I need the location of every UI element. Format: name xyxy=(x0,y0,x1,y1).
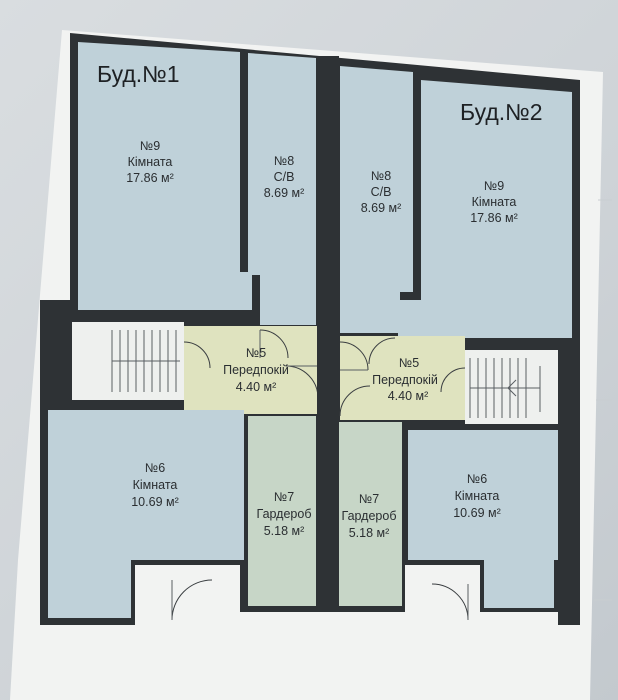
label-b1-r6: №6 Кімната 10.69 м² xyxy=(131,461,179,509)
room-b1-r9[interactable] xyxy=(78,42,252,310)
room-area: 17.86 м² xyxy=(470,211,518,225)
room-name: Кімната xyxy=(455,489,500,503)
room-b2-r8[interactable] xyxy=(340,66,413,333)
room-name: С/В xyxy=(371,185,392,199)
label-b2-r5: №5 Передпокій 4.40 м² xyxy=(372,356,438,403)
building-title-1: Буд.№1 xyxy=(97,61,180,87)
stair-treads-b1 xyxy=(111,330,180,392)
room-b1-r6[interactable] xyxy=(48,410,244,560)
room-area: 8.69 м² xyxy=(264,186,305,200)
room-number: №5 xyxy=(399,356,419,370)
room-b2-r6-alcove xyxy=(484,558,554,608)
room-number: №6 xyxy=(467,472,487,486)
label-b2-r8: №8 С/В 8.69 м² xyxy=(361,169,402,215)
room-area: 4.40 м² xyxy=(388,389,429,403)
room-number: №9 xyxy=(140,139,160,153)
room-name: С/В xyxy=(274,170,295,184)
room-area: 8.69 м² xyxy=(361,201,402,215)
room-area: 10.69 м² xyxy=(131,495,179,509)
label-b1-r8: №8 С/В 8.69 м² xyxy=(264,154,305,200)
room-number: №5 xyxy=(246,346,266,360)
room-b1-r5[interactable] xyxy=(184,326,318,414)
room-area: 17.86 м² xyxy=(126,171,174,185)
room-area: 5.18 м² xyxy=(264,524,305,538)
room-name: Кімната xyxy=(472,195,517,209)
label-b1-r7: №7 Гардероб 5.18 м² xyxy=(257,490,312,538)
room-name: Кімната xyxy=(128,155,173,169)
room-b1-r6-alcove xyxy=(48,558,131,618)
room-b2-r7[interactable] xyxy=(338,422,402,606)
stair-treads-b2 xyxy=(469,358,541,418)
room-area: 5.18 м² xyxy=(349,526,390,540)
room-number: №6 xyxy=(145,461,165,475)
room-name: Гардероб xyxy=(257,507,312,521)
room-name: Передпокій xyxy=(372,373,438,387)
entry-b1 xyxy=(160,568,220,618)
room-name: Передпокій xyxy=(223,363,289,377)
room-b2-r6[interactable] xyxy=(408,430,558,560)
label-b2-r7: №7 Гардероб 5.18 м² xyxy=(342,492,397,540)
building-title-2: Буд.№2 xyxy=(460,99,543,125)
room-b2-r9[interactable] xyxy=(398,80,572,338)
party-wall xyxy=(317,56,339,606)
stair-b2 xyxy=(465,350,558,424)
room-number: №7 xyxy=(359,492,379,506)
label-b2-r6: №6 Кімната 10.69 м² xyxy=(453,472,501,520)
room-number: №9 xyxy=(484,179,504,193)
room-area: 10.69 м² xyxy=(453,506,501,520)
room-b1-r8[interactable] xyxy=(248,53,316,325)
room-b2-r5[interactable] xyxy=(340,336,465,420)
room-name: Кімната xyxy=(133,478,178,492)
entry-b2 xyxy=(420,568,478,618)
label-b1-r5: №5 Передпокій 4.40 м² xyxy=(223,346,289,394)
label-b2-r9: №9 Кімната 17.86 м² xyxy=(470,179,518,225)
room-name: Гардероб xyxy=(342,509,397,523)
room-b1-r7[interactable] xyxy=(248,416,316,606)
room-number: №8 xyxy=(371,169,391,183)
label-b1-r9: №9 Кімната 17.86 м² xyxy=(126,139,174,185)
room-number: №7 xyxy=(274,490,294,504)
room-number: №8 xyxy=(274,154,294,168)
room-area: 4.40 м² xyxy=(236,380,277,394)
